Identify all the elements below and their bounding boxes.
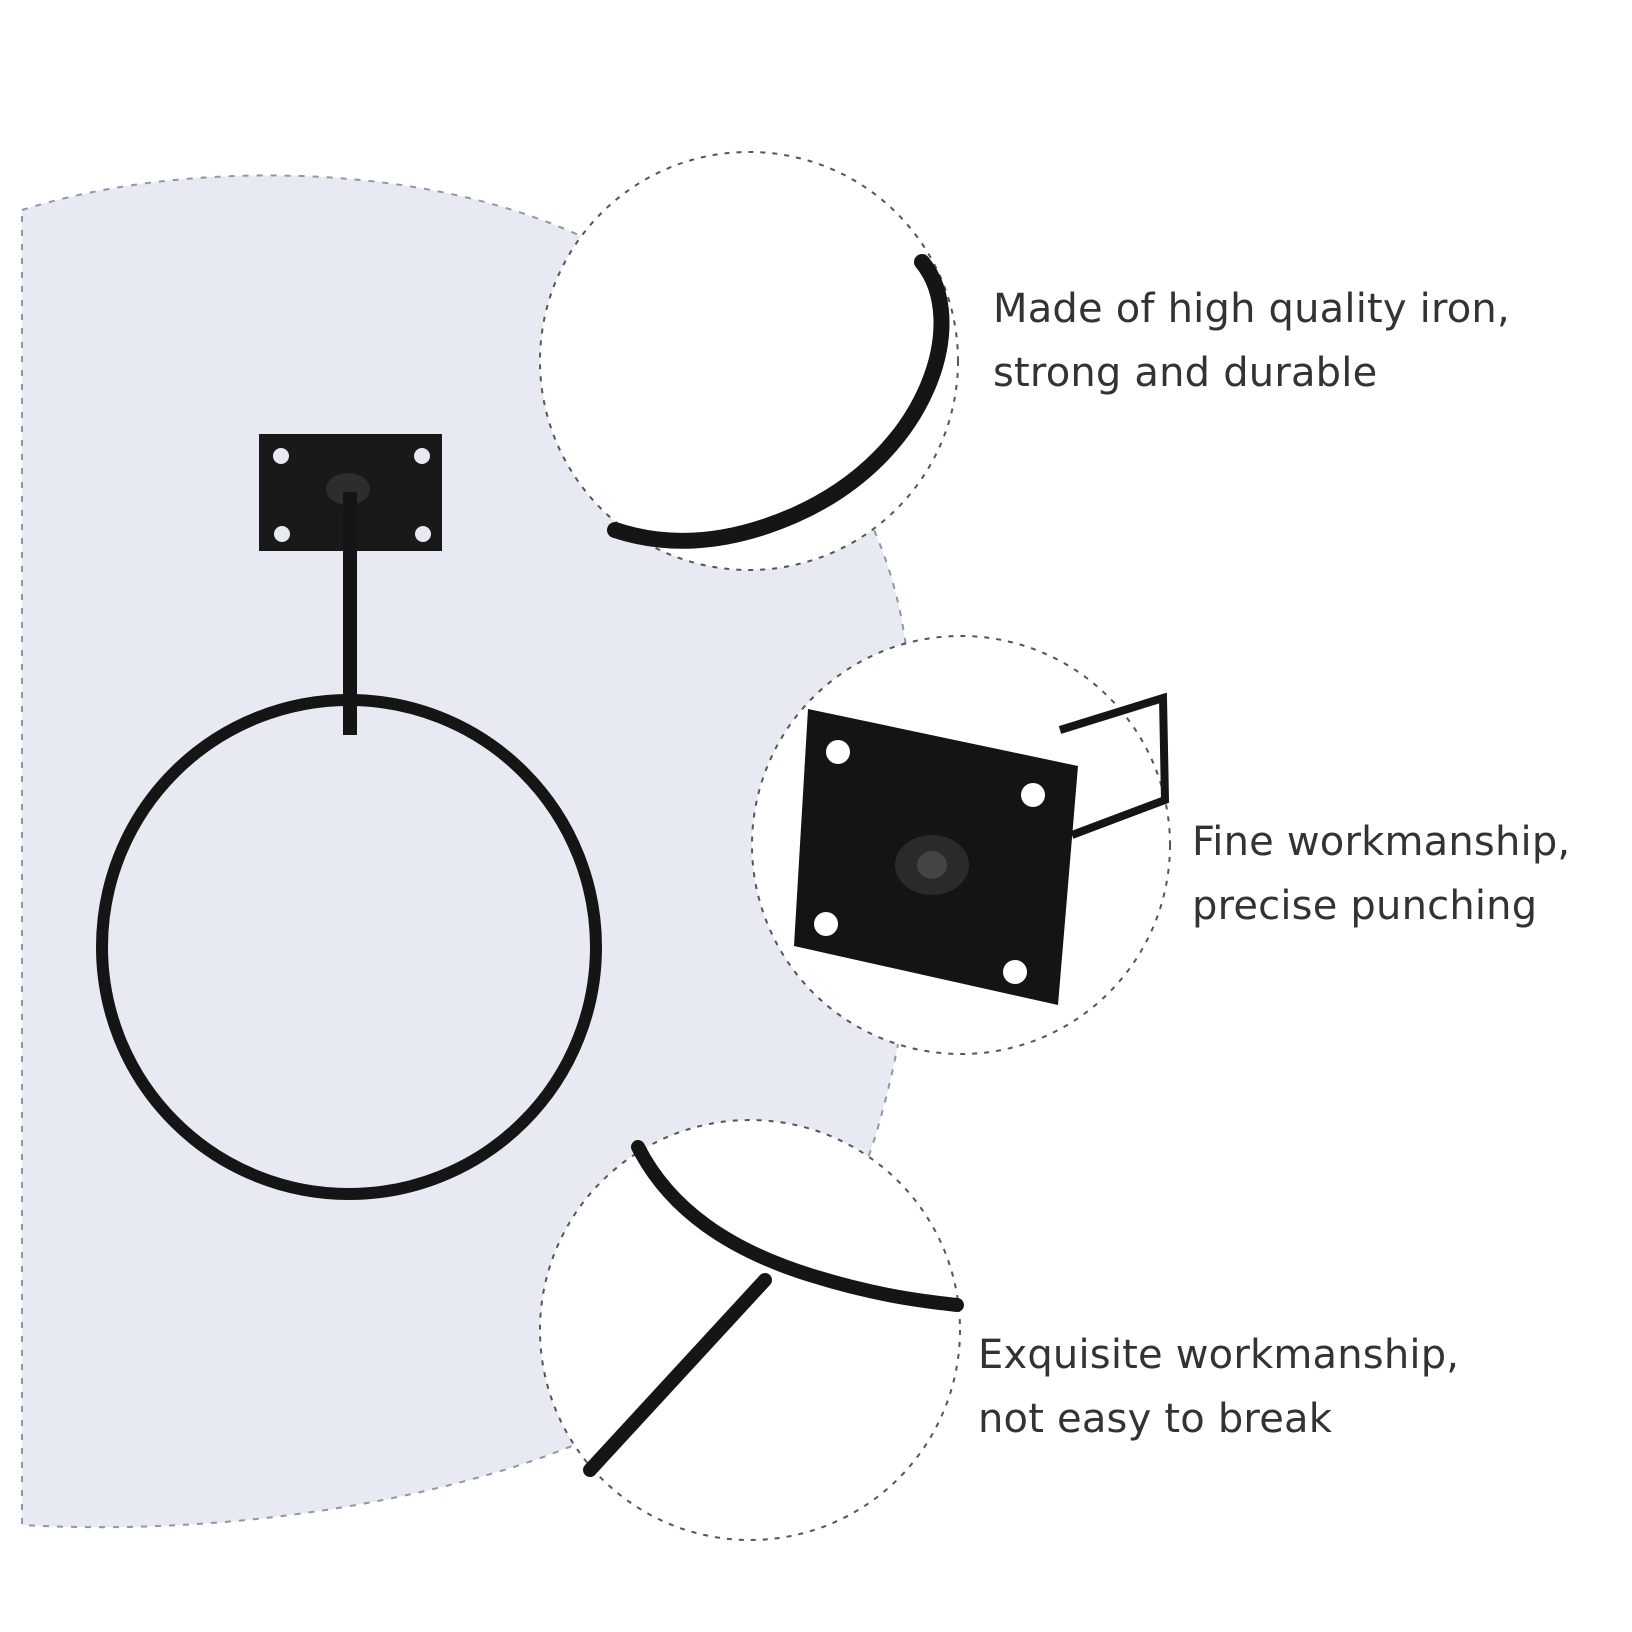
plate-hole xyxy=(274,526,290,542)
feature-text-quality-iron: Made of high quality iron, strong and du… xyxy=(993,277,1510,405)
feature-line-1: Made of high quality iron, xyxy=(993,286,1510,332)
feature-line-2: not easy to break xyxy=(978,1396,1333,1442)
plate-hole xyxy=(1003,960,1027,984)
feature-line-2: strong and durable xyxy=(993,350,1378,396)
plate-hole xyxy=(414,448,430,464)
ring-arc xyxy=(631,1140,964,1312)
plate-hole xyxy=(814,912,838,936)
stem-arm xyxy=(583,1273,772,1477)
hanger-illustration xyxy=(96,434,602,1200)
plate-hole xyxy=(415,526,431,542)
closeup-weld-joint xyxy=(539,1119,964,1541)
feature-line-1: Exquisite workmanship, xyxy=(978,1332,1460,1378)
closeup-mounting-plate xyxy=(751,635,1171,1055)
feature-line-2: precise punching xyxy=(1192,883,1538,929)
closeup-ring-edge xyxy=(539,151,959,571)
plate-hole xyxy=(826,740,850,764)
rod-background xyxy=(1058,692,1170,839)
plate-hole xyxy=(273,448,289,464)
ring-arc xyxy=(607,254,950,549)
plate-boss xyxy=(326,473,370,505)
feature-line-1: Fine workmanship, xyxy=(1192,819,1571,865)
hanger-ring xyxy=(96,694,602,1200)
feature-text-exquisite-workmanship: Exquisite workmanship, not easy to break xyxy=(978,1323,1459,1451)
plate-hole xyxy=(1021,783,1045,807)
feature-text-precise-punching: Fine workmanship, precise punching xyxy=(1192,810,1570,938)
stem-rod xyxy=(343,492,357,735)
